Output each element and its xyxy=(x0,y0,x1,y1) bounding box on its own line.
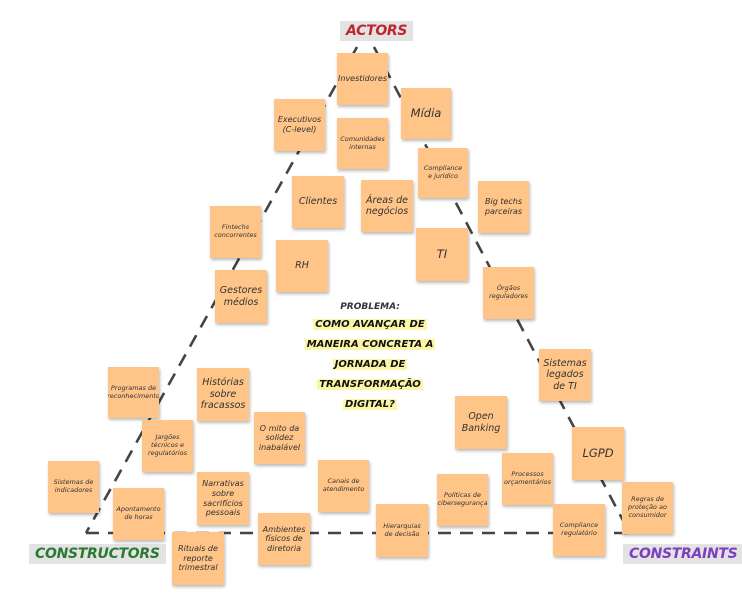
sticky-note-orgaos-reguladores[interactable]: Órgãos reguladores xyxy=(483,267,534,319)
sticky-note-mito-solidez[interactable]: O mito da solidez inabalável xyxy=(254,412,305,464)
sticky-note-rh[interactable]: RH xyxy=(276,240,328,292)
sticky-note-hierarquias[interactable]: Hierarquias de decisão xyxy=(376,504,428,557)
sticky-note-fintechs[interactable]: Fintechs concorrentes xyxy=(210,206,261,258)
sticky-note-midia[interactable]: Mídia xyxy=(401,88,451,139)
sticky-note-executivos[interactable]: Executivos (C-level) xyxy=(274,99,325,151)
sticky-note-sistemas-indicadores[interactable]: Sistemas de indicadores xyxy=(48,461,99,513)
sticky-note-jargoes[interactable]: Jargões técnicos e regulatórios xyxy=(142,420,193,472)
sticky-note-comunidades-internas[interactable]: Comunidades internas xyxy=(337,118,388,169)
sticky-note-processos-orcamentarios[interactable]: Processos orçamentários xyxy=(502,453,553,505)
sticky-note-sistemas-legados[interactable]: Sistemas legados de TI xyxy=(539,349,591,401)
sticky-note-open-banking[interactable]: Open Banking xyxy=(455,396,507,449)
corner-label-actors: Actors xyxy=(340,21,414,41)
sticky-note-historias-fracassos[interactable]: Histórias sobre fracassos xyxy=(197,368,249,421)
problem-title: PROBLEMA: xyxy=(340,302,400,312)
corner-label-constructors: Constructors xyxy=(29,544,166,564)
sticky-note-programas-reconhecimento[interactable]: Programas de reconhecimento xyxy=(108,367,159,418)
sticky-note-compliance-regulatorio[interactable]: Compliance regulatório xyxy=(553,504,605,556)
sticky-note-apontamento-horas[interactable]: Apontamento de horas xyxy=(113,488,164,540)
sticky-note-gestores-medios[interactable]: Gestores médios xyxy=(215,270,267,323)
sticky-note-investidores[interactable]: Investidores xyxy=(337,53,388,105)
sticky-note-regras-protecao[interactable]: Regras de proteção ao consumidor xyxy=(622,482,673,534)
sticky-note-ti[interactable]: TI xyxy=(416,228,468,281)
problem-question: Como avançar de maneira concreta a jorna… xyxy=(304,319,436,410)
sticky-note-compliance-juridico[interactable]: Compliance e jurídico xyxy=(418,148,468,198)
sticky-note-lgpd[interactable]: LGPD xyxy=(572,427,624,480)
sticky-note-clientes[interactable]: Clientes xyxy=(292,176,344,228)
sticky-note-areas-de-negocios[interactable]: Áreas de negócios xyxy=(361,180,413,232)
sticky-note-politicas-ciberseguranca[interactable]: Políticas de cibersegurança xyxy=(437,474,488,526)
sticky-note-ambientes-fisicos[interactable]: Ambientes físicos de diretoria xyxy=(258,513,310,565)
sticky-note-rituais-reporte[interactable]: Rituais de reporte trimestral xyxy=(172,532,224,585)
problem-statement: PROBLEMA: Como avançar de maneira concre… xyxy=(300,302,440,412)
sticky-note-narrativas[interactable]: Narrativas sobre sacrifícios pessoais xyxy=(197,472,249,525)
corner-label-constraints: Constraints xyxy=(623,544,742,564)
sticky-note-big-techs[interactable]: Big techs parceiras xyxy=(478,181,529,233)
sticky-note-canais-atendimento[interactable]: Canais de atendimento xyxy=(318,460,369,512)
